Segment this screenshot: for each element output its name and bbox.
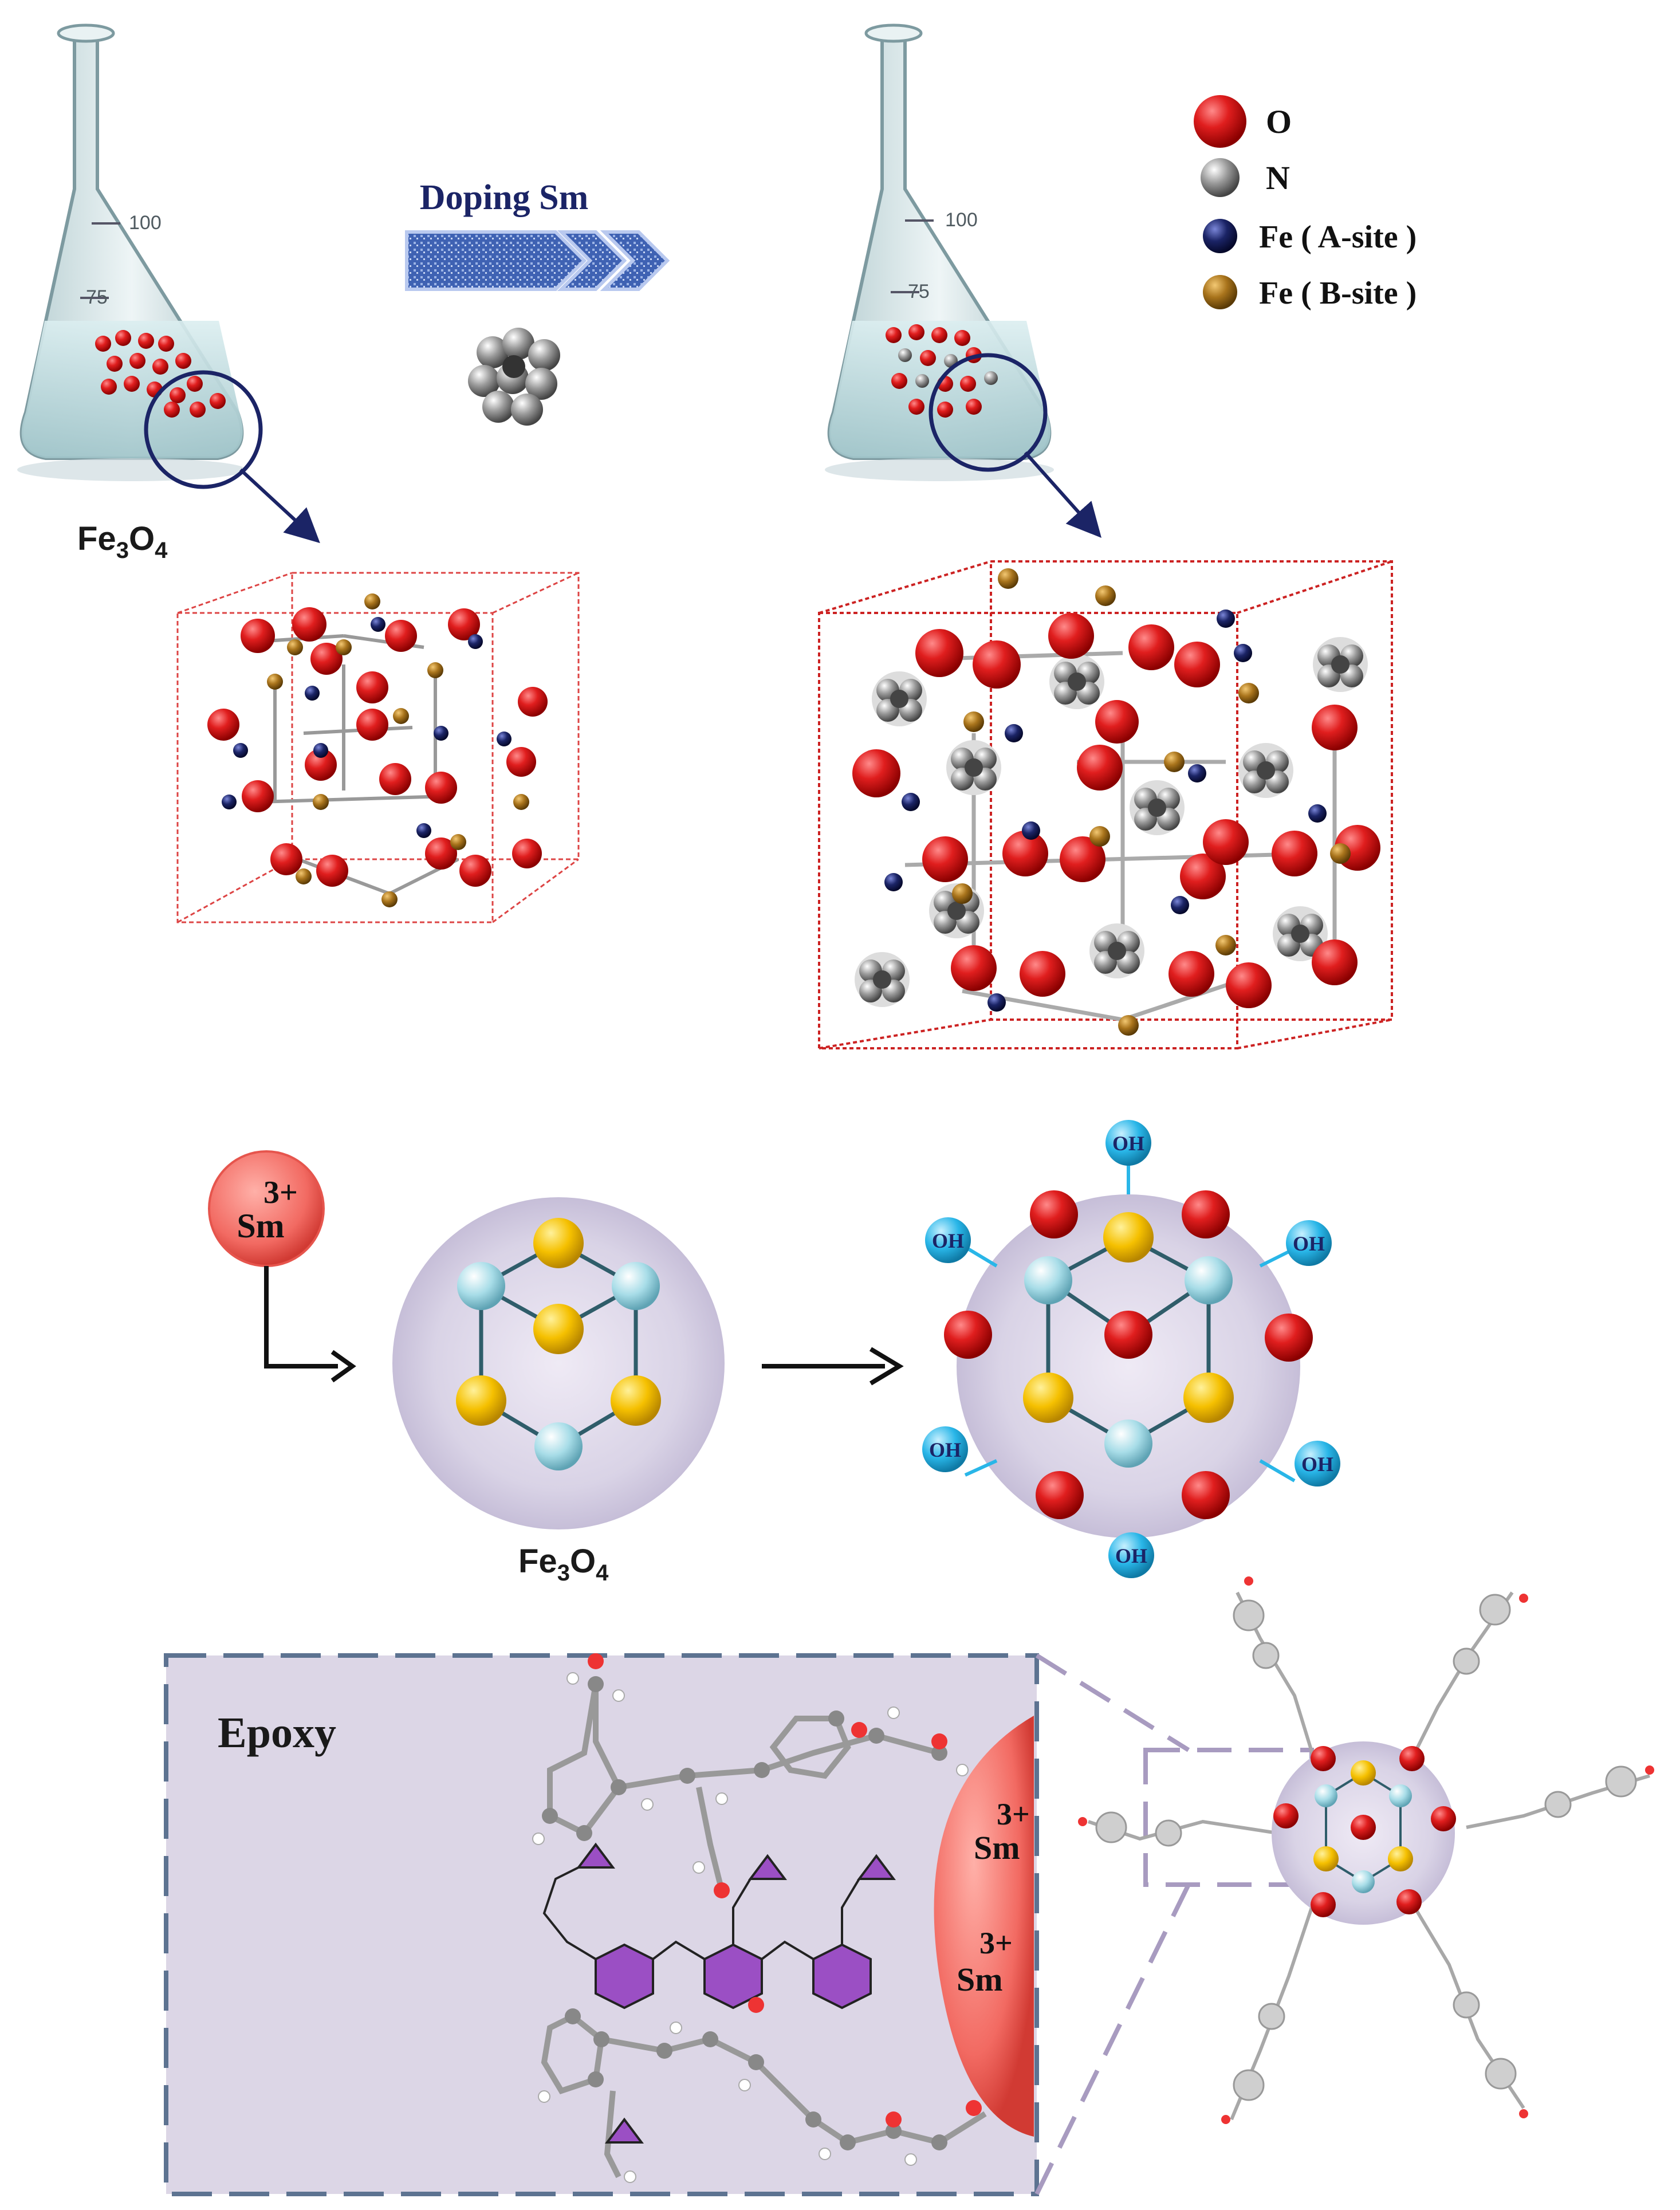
legend-item-fe-a: Fe ( A-site ) bbox=[1203, 219, 1417, 255]
sm-ion-symbol: Sm bbox=[237, 1207, 284, 1245]
flask-right: 100 75 bbox=[825, 23, 1101, 538]
sm-ion: Sm 3+ bbox=[208, 1150, 325, 1267]
crystal-cell-pure bbox=[176, 572, 580, 923]
svg-text:Sm: Sm bbox=[974, 1829, 1020, 1866]
fe3o4-label-top: Fe3O4 bbox=[77, 520, 168, 563]
svg-text:OH: OH bbox=[1293, 1232, 1325, 1255]
epoxide-ring-bottom bbox=[605, 2117, 644, 2144]
doping-arrow-label: Doping Sm bbox=[420, 178, 589, 217]
epoxy-molecule-middle bbox=[542, 1842, 896, 2010]
core-to-functionalized-arrow bbox=[762, 1347, 904, 1386]
flask-right-zoom-circle bbox=[928, 353, 1048, 472]
epoxy-panel: Epoxy Sm 3+ Sm 3+ bbox=[164, 1653, 1039, 2196]
legend-item-o: O bbox=[1194, 95, 1292, 148]
legend-label-fe-a: Fe ( A-site ) bbox=[1259, 219, 1417, 255]
legend-label-n: N bbox=[1266, 159, 1290, 196]
svg-text:Sm: Sm bbox=[237, 1207, 284, 1245]
flask-left: 100 75 bbox=[17, 23, 320, 544]
panel-sm-symbol-2: Sm bbox=[957, 1961, 1003, 1998]
svg-text:OH: OH bbox=[932, 1229, 964, 1252]
legend-swatch-fe-a bbox=[1203, 219, 1237, 253]
flask-right-mark-75: 75 bbox=[908, 281, 930, 302]
svg-text:OH: OH bbox=[1115, 1544, 1147, 1567]
flask-left-particles bbox=[95, 330, 226, 418]
sm-cluster-icon bbox=[468, 328, 560, 426]
sm-ion-charge: 3+ bbox=[263, 1175, 298, 1210]
flask-right-mark-100: 100 bbox=[945, 209, 978, 231]
epoxy-label: Epoxy bbox=[218, 1709, 336, 1757]
svg-text:Fe3O4: Fe3O4 bbox=[77, 520, 168, 563]
doped-sm-clusters bbox=[855, 637, 1368, 1007]
legend: O N Fe ( A-site ) Fe ( B-site ) bbox=[1194, 95, 1417, 311]
nanocomposite-particle bbox=[1078, 1576, 1654, 2124]
panel-sm-symbol-1: Sm bbox=[974, 1829, 1020, 1866]
functionalized-particle: OH OH OH OH OH OH bbox=[922, 1120, 1340, 1578]
legend-item-n: N bbox=[1201, 158, 1290, 197]
sm-surface bbox=[934, 1716, 1034, 2137]
fe3o4-label-middle: Fe3O4 bbox=[518, 1543, 609, 1586]
legend-item-fe-b: Fe ( B-site ) bbox=[1203, 275, 1417, 311]
panel-sm-charge-1: 3+ bbox=[997, 1797, 1030, 1831]
legend-swatch-o bbox=[1194, 95, 1246, 148]
legend-label-fe-b: Fe ( B-site ) bbox=[1259, 276, 1417, 311]
flask-left-mark-75: 75 bbox=[86, 286, 108, 308]
sm-to-core-arrow bbox=[264, 1266, 338, 1369]
doping-arrow: Doping Sm bbox=[405, 178, 670, 291]
crystal-cell-doped bbox=[818, 560, 1393, 1049]
flask-right-particles bbox=[886, 324, 998, 418]
oh-group: OH OH OH OH OH OH bbox=[922, 1120, 1340, 1578]
epoxy-molecule-top bbox=[547, 1684, 941, 1892]
svg-text:OH: OH bbox=[1112, 1132, 1144, 1155]
legend-swatch-fe-b bbox=[1203, 275, 1237, 309]
flask-left-mark-100: 100 bbox=[129, 212, 162, 234]
flask-left-zoom-circle bbox=[144, 370, 263, 489]
zoom-callout-lines bbox=[1034, 1653, 1314, 2195]
legend-label-o: O bbox=[1266, 103, 1292, 140]
legend-swatch-n bbox=[1201, 158, 1240, 197]
panel-sm-charge-2: 3+ bbox=[979, 1926, 1013, 1960]
svg-text:OH: OH bbox=[929, 1438, 961, 1461]
svg-text:OH: OH bbox=[1301, 1453, 1333, 1476]
svg-text:Sm: Sm bbox=[957, 1961, 1003, 1998]
svg-text:Fe3O4: Fe3O4 bbox=[518, 1543, 609, 1586]
fe3o4-core-particle bbox=[392, 1197, 725, 1529]
